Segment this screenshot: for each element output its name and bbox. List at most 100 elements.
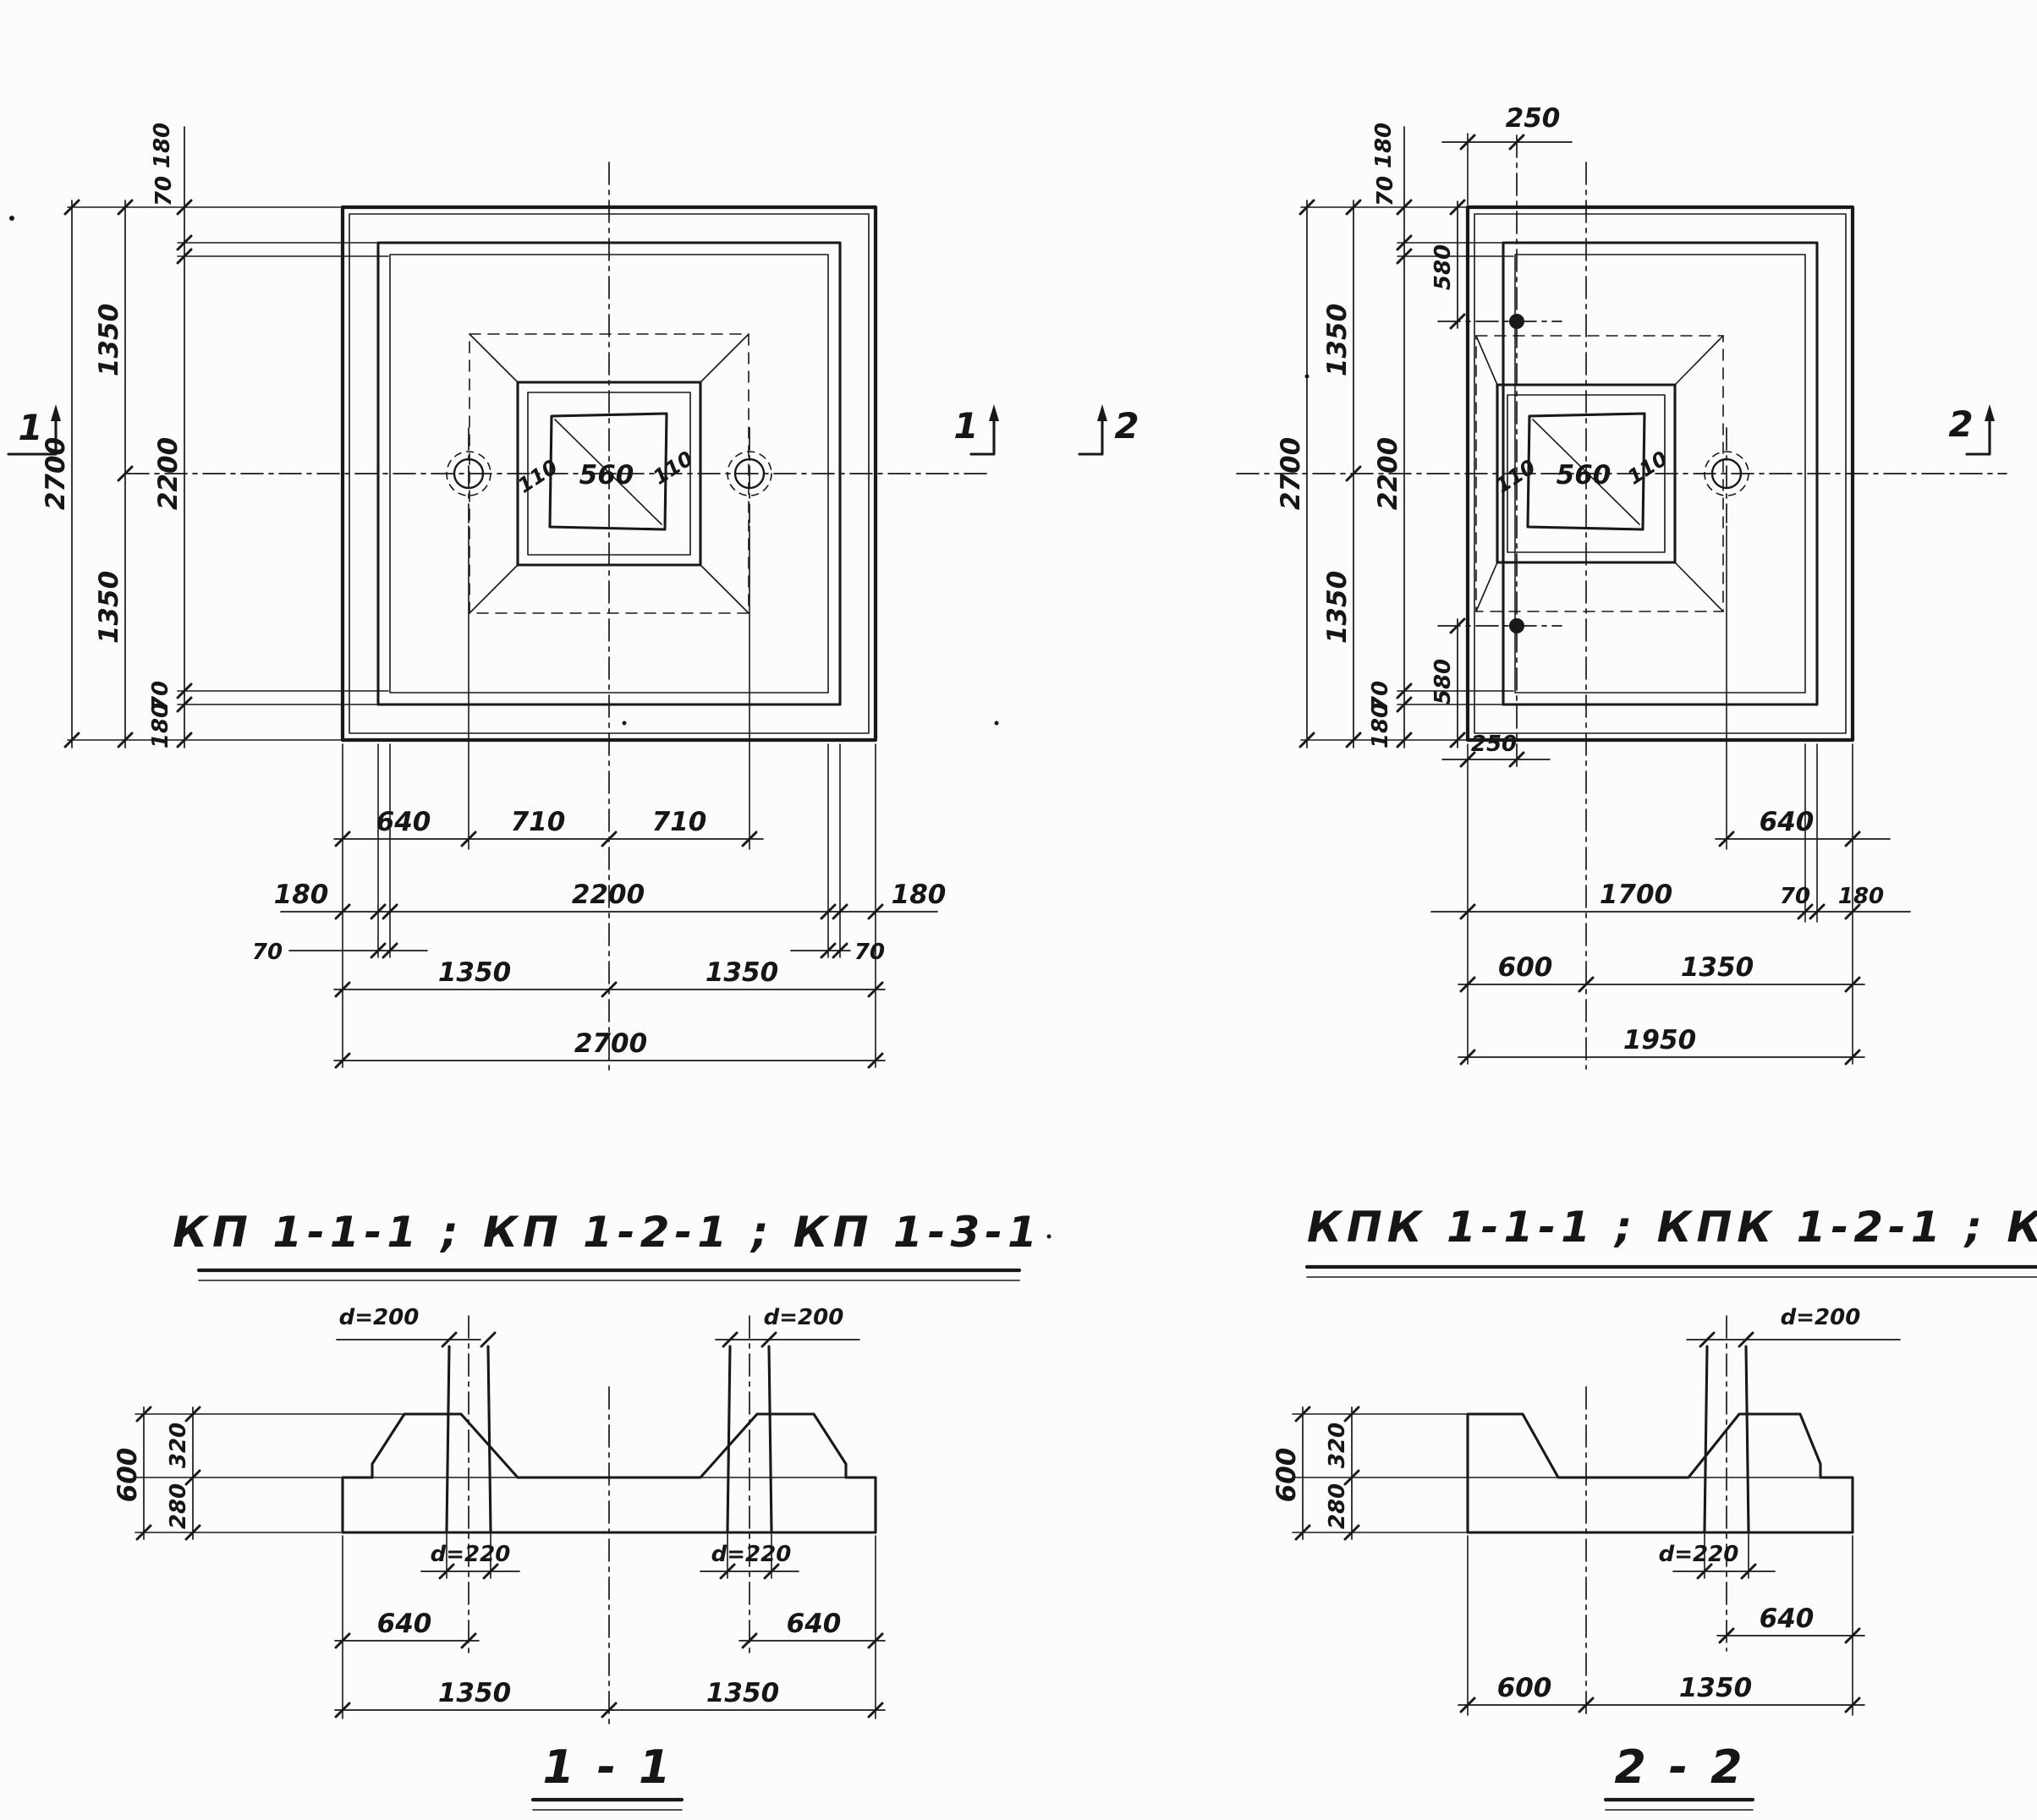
dim-label-1350-row-right: 1350 (706, 957, 778, 988)
kpk-dim-180-bot: 180 (1368, 703, 1393, 748)
sec2-pipe (1703, 1345, 1750, 1532)
sec2-dim-600-bottom: 600 (1497, 1673, 1552, 1703)
dim-label-710-a: 710 (511, 807, 566, 837)
kpk-dim-580-top: 580 (1430, 244, 1456, 290)
kp-section-arrow-right (989, 404, 999, 421)
dim-label-180-top: 180 (150, 123, 175, 168)
sec2-centerlines (1585, 1315, 1727, 1718)
sec2-dimension-lines (1302, 1339, 1901, 1706)
section-marker-1-right: 1 (953, 405, 978, 447)
sec2-dim-1350: 1350 (1679, 1673, 1752, 1703)
kpk-dim-1350-bot: 1350 (1322, 571, 1353, 644)
kpk-dim-640: 640 (1760, 807, 1815, 837)
sec2-dim-d220: d=220 (1659, 1542, 1739, 1567)
sec2-dim-320: 320 (1325, 1423, 1350, 1468)
kpk-dim-70-top: 70 (1373, 176, 1398, 206)
sec1-dim-1350-right: 1350 (706, 1678, 779, 1708)
sec2-extension-lines (1292, 1413, 1853, 1716)
kpk-dim-70-row: 70 (1780, 884, 1810, 909)
title-kpk-marks: КПК 1-1-1 ; КПК 1-2-1 ; КПК 1-3-1 (1307, 1203, 2037, 1252)
dim-label-180-row-right: 180 (892, 880, 947, 910)
section-marker-2-right: 2 (1948, 403, 1973, 445)
sec2-dim-d200: d=200 (1781, 1305, 1861, 1330)
plan-view-kp: 1 1 2700 1350 1350 2200 180 70 70 180 11… (7, 123, 999, 1073)
dim-label-250-top: 250 (1506, 103, 1561, 134)
sec1-dimension-lines (143, 1339, 886, 1711)
dim-label-1350-bot: 1350 (94, 571, 124, 644)
sec1-extension-lines (135, 1413, 876, 1719)
sec2-dim-280: 280 (1325, 1483, 1350, 1529)
dim-label-1350-top: 1350 (94, 304, 124, 376)
kpk-dim-180-top: 180 (1371, 123, 1397, 168)
sec1-dim-d220-left: d=220 (431, 1542, 511, 1567)
kpk-dim-1350: 1350 (1681, 952, 1754, 983)
sec2-dim-640: 640 (1760, 1603, 1815, 1634)
speck (1046, 1234, 1051, 1239)
dim-label-560-inner: 560 (579, 460, 634, 491)
speck (1304, 374, 1310, 379)
dim-label-2700-bottom: 2700 (574, 1028, 647, 1059)
kpk-dim-560: 560 (1557, 460, 1611, 491)
dim-label-180-row-left: 180 (274, 880, 329, 910)
sec1-dim-280: 280 (166, 1483, 191, 1529)
dim-label-70-bottom: 70 (148, 681, 173, 711)
kpk-section-arrow-right (1985, 404, 1995, 421)
kp-section-mark-lines (7, 413, 996, 456)
kpk-section-arrow-left (1097, 404, 1107, 421)
title-kp-marks: КП 1-1-1 ; КП 1-2-1 ; КП 1-3-1 (173, 1208, 1042, 1257)
kpk-dim-2200: 2200 (1373, 437, 1403, 510)
dim-label-1350-row-left: 1350 (438, 957, 511, 988)
sec1-dim-d200-right: d=200 (764, 1305, 844, 1330)
section-view-2-2: d=200 600 320 280 d=220 640 600 1350 2 -… (1271, 1305, 1901, 1811)
sec2-dim-600-height: 600 (1271, 1448, 1302, 1503)
kpk-dim-1350-top: 1350 (1322, 304, 1353, 376)
kpk-dim-1950: 1950 (1623, 1025, 1696, 1055)
speck (622, 721, 627, 726)
sec2-title: 2 - 2 (1614, 1741, 1745, 1794)
dim-label-2200-row: 2200 (572, 880, 645, 910)
dim-label-250-bottom: 250 (1471, 732, 1517, 757)
dim-label-70-row-right: 70 (854, 940, 885, 965)
kpk-socket-bottom-square (1526, 412, 1646, 531)
kpk-pyramid-edges (1475, 335, 1724, 612)
kpk-dim-2700: 2700 (1276, 437, 1306, 510)
sec1-title: 1 - 1 (542, 1741, 673, 1794)
section-marker-1-left: 1 (18, 407, 42, 448)
sec1-dimension-ticks (135, 1331, 884, 1719)
dim-label-70-top: 70 (151, 176, 177, 206)
dim-label-110-inner-left: 110 (513, 455, 562, 498)
speck (9, 216, 14, 221)
sec1-dim-1350-left: 1350 (438, 1678, 511, 1708)
kpk-dim-580-bot: 580 (1430, 659, 1456, 704)
kp-dimension-lines (71, 126, 938, 1061)
kp-dimension-ticks (63, 199, 884, 1069)
scan-specks (9, 216, 1310, 1239)
section-marker-2-left: 2 (1114, 405, 1139, 447)
dim-label-180-bottom: 180 (148, 703, 173, 748)
kpk-dim-180-row: 180 (1838, 884, 1884, 909)
kp-socket-diagonal (554, 419, 662, 525)
sec1-dim-640-left: 640 (377, 1609, 432, 1639)
sec1-body-outline (341, 1412, 877, 1534)
product-titles: КП 1-1-1 ; КП 1-2-1 ; КП 1-3-1 КПК 1-1-1… (173, 1203, 2037, 1281)
sec1-pipes (445, 1345, 773, 1532)
dim-label-70-row-left: 70 (252, 940, 283, 965)
sec1-dim-640-right: 640 (787, 1609, 842, 1639)
dim-label-710-b: 710 (652, 807, 707, 837)
section-view-1-1: d=200 d=200 600 320 280 d=220 d=220 640 … (113, 1305, 886, 1811)
sec1-dim-320: 320 (166, 1423, 191, 1468)
speck (994, 721, 999, 726)
sec1-dim-d200-left: d=200 (339, 1305, 420, 1330)
kpk-extension-lines (1300, 133, 1853, 1065)
kpk-dimension-ticks (1299, 134, 1861, 1066)
plan-view-kpk: 2 2 250 250 2700 1350 1350 2200 180 70 5… (1078, 103, 2007, 1070)
kpk-dimension-lines (1306, 126, 1911, 1058)
kp-centerlines (126, 162, 989, 1073)
sec1-centerlines (468, 1315, 750, 1728)
sec1-dim-d220-right: d=220 (711, 1542, 792, 1567)
kp-extension-lines (67, 206, 876, 1068)
kpk-dim-1700: 1700 (1600, 880, 1672, 910)
kp-pyramid-edges (469, 333, 749, 614)
